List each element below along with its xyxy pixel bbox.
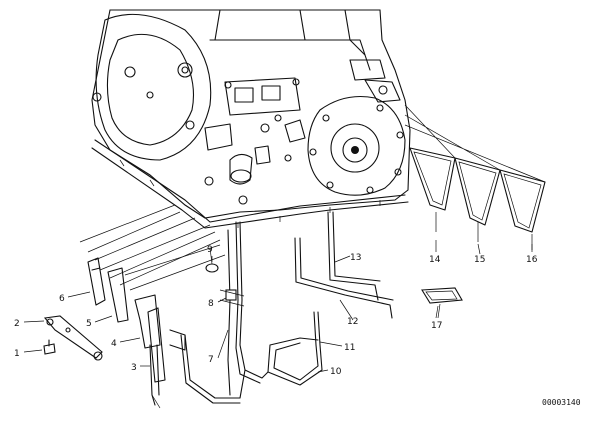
transmission-housing: [91, 9, 411, 229]
part-labels: 1 2 3 4 5 6 7 8 9 10 11 12 13 14 15 16 1…: [14, 245, 538, 377]
label-part-10: 10: [330, 367, 342, 377]
label-part-6: 6: [59, 294, 65, 304]
diagram-reference-code: 00003140: [542, 398, 581, 407]
leader-lines: [23, 240, 533, 373]
label-part-9: 9: [207, 245, 213, 255]
label-part-16: 16: [526, 255, 538, 265]
label-part-4: 4: [111, 339, 117, 349]
oil-lines: [169, 211, 394, 404]
linkage-brackets: [43, 204, 226, 409]
cover-plate-17: [421, 287, 463, 319]
label-part-2: 2: [14, 319, 20, 329]
label-part-14: 14: [429, 255, 441, 265]
rear-gaskets: [404, 104, 546, 250]
label-part-15: 15: [474, 255, 485, 265]
label-part-17: 17: [431, 321, 442, 331]
label-part-8: 8: [208, 299, 214, 309]
label-part-5: 5: [86, 319, 92, 329]
label-part-11: 11: [344, 343, 355, 353]
label-part-7: 7: [208, 355, 214, 365]
label-part-3: 3: [131, 363, 137, 373]
label-part-1: 1: [14, 349, 20, 359]
label-part-13: 13: [350, 253, 361, 263]
label-part-12: 12: [347, 317, 358, 327]
